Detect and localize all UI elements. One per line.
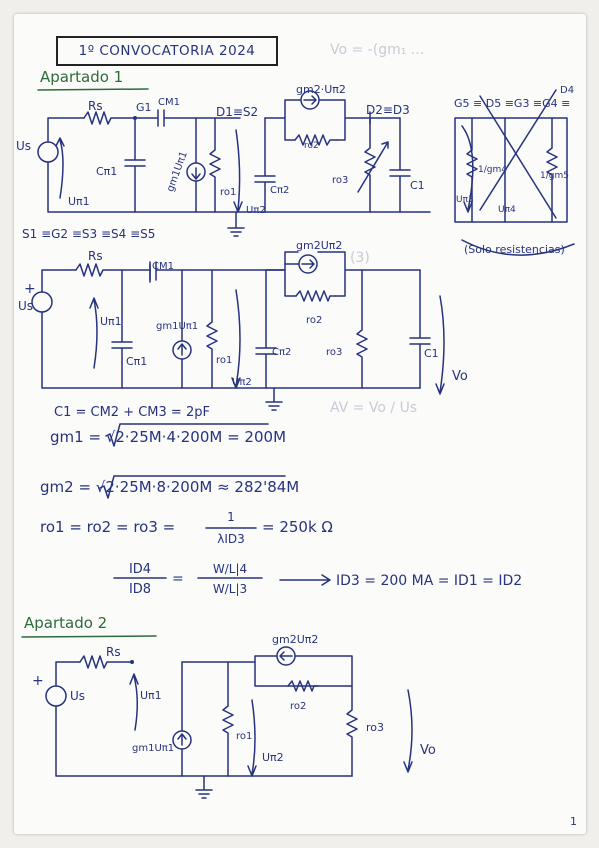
c1-d1s2-label: D1≡S2 <box>216 105 259 119</box>
c3-gm1-label: gm1Uπ1 <box>132 743 175 754</box>
eq-wl-num: W/L|4 <box>212 562 248 576</box>
c2-us-label: Us <box>18 299 34 313</box>
c1-cpi2-label: Cπ2 <box>270 185 290 196</box>
c1-ground-nodes: S1 ≡G2 ≡S3 ≡S4 ≡S5 <box>22 227 156 241</box>
c2-upi2-label: Uπ2 <box>232 377 252 388</box>
c1-ro2-label: ro2 <box>304 141 319 151</box>
c1-d2d3-label: D2≡D3 <box>366 103 410 117</box>
c2-gm1-label: gm1Uπ1 <box>156 321 199 332</box>
aside-upi4: Uπ4 <box>498 205 516 215</box>
c2-ro2-label: ro2 <box>306 315 323 326</box>
c2-cpi1-label: Cπ1 <box>126 355 148 368</box>
aside-d4: D4 <box>560 85 575 96</box>
eq-id-result: ID3 = 200 MA = ID1 = ID2 <box>336 573 523 589</box>
c3-vo-label: Vo <box>420 743 436 758</box>
c1-c1-label: C1 <box>410 179 425 192</box>
section2-underline <box>21 635 157 638</box>
c2-gm2-label: gm2Uπ2 <box>296 239 343 252</box>
c2-ro3-label: ro3 <box>326 347 343 358</box>
c3-gm2-label: gm2Uπ2 <box>272 633 319 646</box>
section-1-title: Apartado 1 <box>40 68 124 86</box>
eq-gm1: gm1 = √2·25M·4·200M = 200M <box>50 428 287 446</box>
c2-c1-label: C1 <box>424 347 439 360</box>
aside-note: (Solo resistencias) <box>464 243 565 256</box>
circuit-1 <box>37 90 431 237</box>
c1-gm2-label: gm2·Uπ2 <box>296 83 346 96</box>
eq-id-num: ID4 <box>128 562 152 577</box>
c3-upi1-label: Uπ1 <box>140 689 162 702</box>
c1-upi2-label: Uπ2 <box>246 205 266 216</box>
c2-vo-label: Vo <box>452 369 468 384</box>
c2-plus: + <box>24 281 36 297</box>
eq-gm2: gm2 = √2·25M·8·200M ≈ 282'84M <box>40 478 300 496</box>
c2-upi1-label: Uπ1 <box>100 315 122 328</box>
c1-cpi1-label: Cπ1 <box>96 165 118 178</box>
eq-equals: = <box>172 571 184 587</box>
c1-ro1-label: ro1 <box>220 187 237 198</box>
c3-ro1-label: ro1 <box>236 731 253 742</box>
section-2-title: Apartado 2 <box>24 614 108 632</box>
c3-us-label: Us <box>70 689 86 703</box>
notebook-page <box>14 14 586 834</box>
c3-rs-label: Rs <box>106 645 121 659</box>
c1-ro3-label: ro3 <box>332 175 349 186</box>
aside-diagram <box>454 89 575 256</box>
aside-gm4: 1/gm4 <box>478 165 507 175</box>
eq-ro-rhs: = 250k Ω <box>262 518 333 536</box>
c3-ro2-label: ro2 <box>290 701 307 712</box>
c2-cpi2-label: Cπ2 <box>272 347 292 358</box>
c3-plus: + <box>32 673 44 689</box>
eq-ro-den: λID3 <box>217 532 245 546</box>
circuit-3 <box>45 646 413 799</box>
c1-upi1-label: Uπ1 <box>68 195 90 208</box>
aside-nodes: G5 ≡ D5 ≡G3 ≡G4 ≡ <box>454 97 571 110</box>
c1-us-label: Us <box>16 139 32 153</box>
c1-g1-label: G1 <box>136 101 152 114</box>
bleed-through: AV = Vo / Us <box>330 400 418 416</box>
eq-id-den: ID8 <box>128 582 152 597</box>
page-title: 1º CONVOCATORIA 2024 <box>56 36 278 66</box>
c2-cm1-label: CM1 <box>152 261 174 272</box>
c1-cm1-label: CM1 <box>158 97 180 108</box>
eq-ro-num: 1 <box>227 510 235 524</box>
circuit-2 <box>31 251 445 411</box>
bleed-through: Vo = -(gm₁ ... <box>330 42 425 58</box>
eq-c1: C1 = CM2 + CM3 = 2pF <box>54 405 210 420</box>
aside-upi3: Uπ3 <box>456 195 474 205</box>
c1-rs-label: Rs <box>88 99 103 113</box>
c2-ro1-label: ro1 <box>216 355 233 366</box>
c3-ro3-label: ro3 <box>366 721 385 734</box>
bleed-through: (3) <box>350 250 370 266</box>
c3-upi2-label: Uπ2 <box>262 751 284 764</box>
c2-rs-label: Rs <box>88 249 103 263</box>
eq-wl-den: W/L|3 <box>212 582 248 596</box>
section1-underline <box>37 88 149 91</box>
eq-ro-lhs: ro1 = ro2 = ro3 = <box>40 518 176 536</box>
page-number: 1 <box>570 815 577 828</box>
aside-gm5: 1/gm5 <box>540 171 569 181</box>
